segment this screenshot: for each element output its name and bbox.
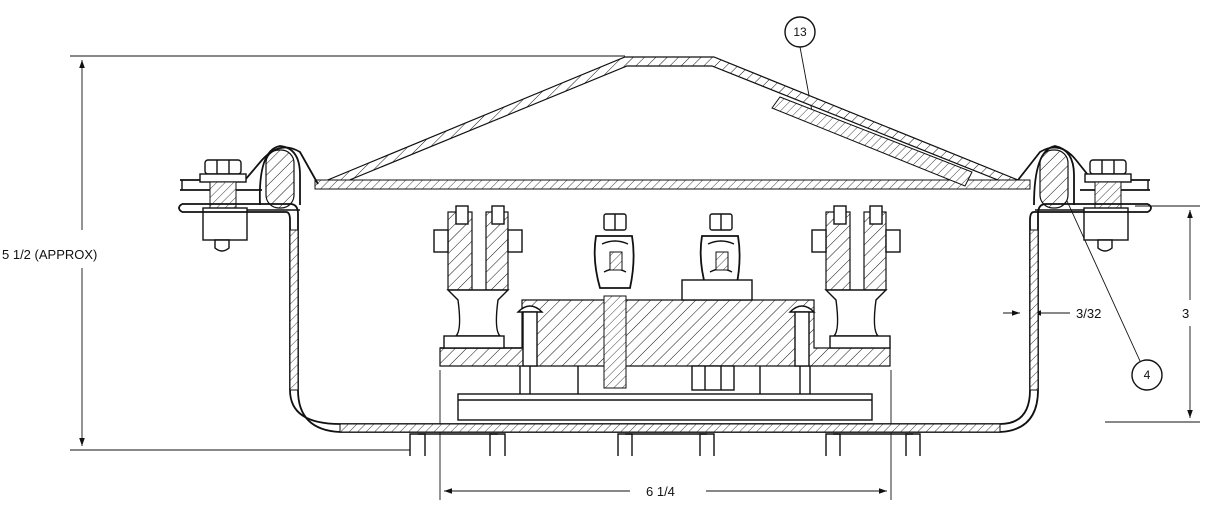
window-insert <box>771 96 973 187</box>
width-label: 6 1/4 <box>646 484 675 499</box>
insulator-left <box>433 205 523 349</box>
wall-thickness-label: 3/32 <box>1076 306 1101 321</box>
gasket-left <box>258 145 301 209</box>
centre-stud <box>603 295 735 391</box>
dimension-width: 6 1/4 <box>439 370 892 500</box>
body-height-label: 3 <box>1182 306 1189 321</box>
clamp-right <box>1035 159 1132 252</box>
jaw-contact-left <box>593 213 635 289</box>
insulator-right <box>811 205 901 349</box>
mounting-block <box>439 299 891 367</box>
mounting-feet <box>409 433 921 456</box>
screw-left <box>516 305 544 367</box>
base-plate <box>457 366 873 421</box>
cover <box>180 56 1150 191</box>
screw-right <box>788 305 816 367</box>
dimension-body-height: 3 <box>1105 205 1200 423</box>
dimension-overall-height: 5 1/2 (APPROX) <box>2 55 625 451</box>
overall-height-label: 5 1/2 (APPROX) <box>2 247 97 262</box>
gasket-right <box>1033 145 1075 209</box>
dimension-wall-thickness: 3/32 <box>1003 306 1101 321</box>
callout-4: 4 <box>1061 189 1163 391</box>
callout-4-label: 4 <box>1144 368 1151 382</box>
bowl-body <box>178 203 1152 433</box>
callout-13-label: 13 <box>793 25 807 39</box>
jaw-contact-right <box>681 213 753 301</box>
